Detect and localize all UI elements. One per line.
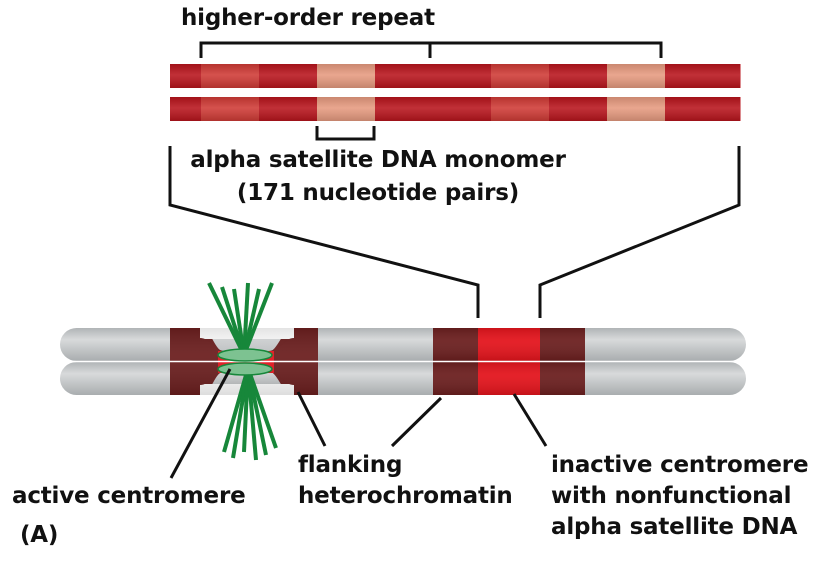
microtubule <box>242 282 250 356</box>
kinetochore-bottom <box>217 362 273 376</box>
monomer-label-line2: (171 nucleotide pairs) <box>236 180 520 206</box>
microtubule <box>242 282 274 356</box>
flanking-label-line1: flanking <box>298 452 403 478</box>
inactive-label-line1: inactive centromere <box>551 452 809 478</box>
leader-heterochromatin <box>390 396 443 448</box>
spindle-microtubules <box>207 282 278 461</box>
leader-inactive-centromere <box>512 393 548 447</box>
shade-right-top <box>433 328 585 361</box>
chromatid-bottom <box>60 362 746 395</box>
microtubule <box>246 367 278 449</box>
leader-active-centromere <box>169 368 232 479</box>
zoom-line-left <box>168 146 480 318</box>
higher-order-repeat-bracket <box>199 41 663 58</box>
zoom-lines <box>168 146 741 318</box>
chromosome <box>60 327 746 396</box>
monomer-label-line1: alpha satellite DNA monomer <box>190 147 566 173</box>
leader-flanking-heterochromatin <box>296 391 327 447</box>
inactive-label-line2: with nonfunctional <box>551 483 792 509</box>
higher-order-repeat-label: higher-order repeat <box>181 5 435 31</box>
inactive-label-line3: alpha satellite DNA <box>551 514 798 540</box>
active-centromere-label: active centromere <box>12 483 246 509</box>
zoom-line-right <box>538 146 741 318</box>
strand-bottom-shading <box>170 97 740 121</box>
monomer-bracket <box>315 126 376 141</box>
kinetochore-top <box>217 348 273 362</box>
alpha-satellite-strands <box>170 64 741 121</box>
leader-lines <box>169 368 548 479</box>
microtubule <box>232 288 246 356</box>
panel-label: (A) <box>20 522 59 548</box>
chromatid-top <box>60 328 746 361</box>
strand-top-shading <box>170 64 740 88</box>
shade-right-bottom <box>433 362 585 395</box>
flanking-label-line2: heterochromatin <box>298 483 513 509</box>
